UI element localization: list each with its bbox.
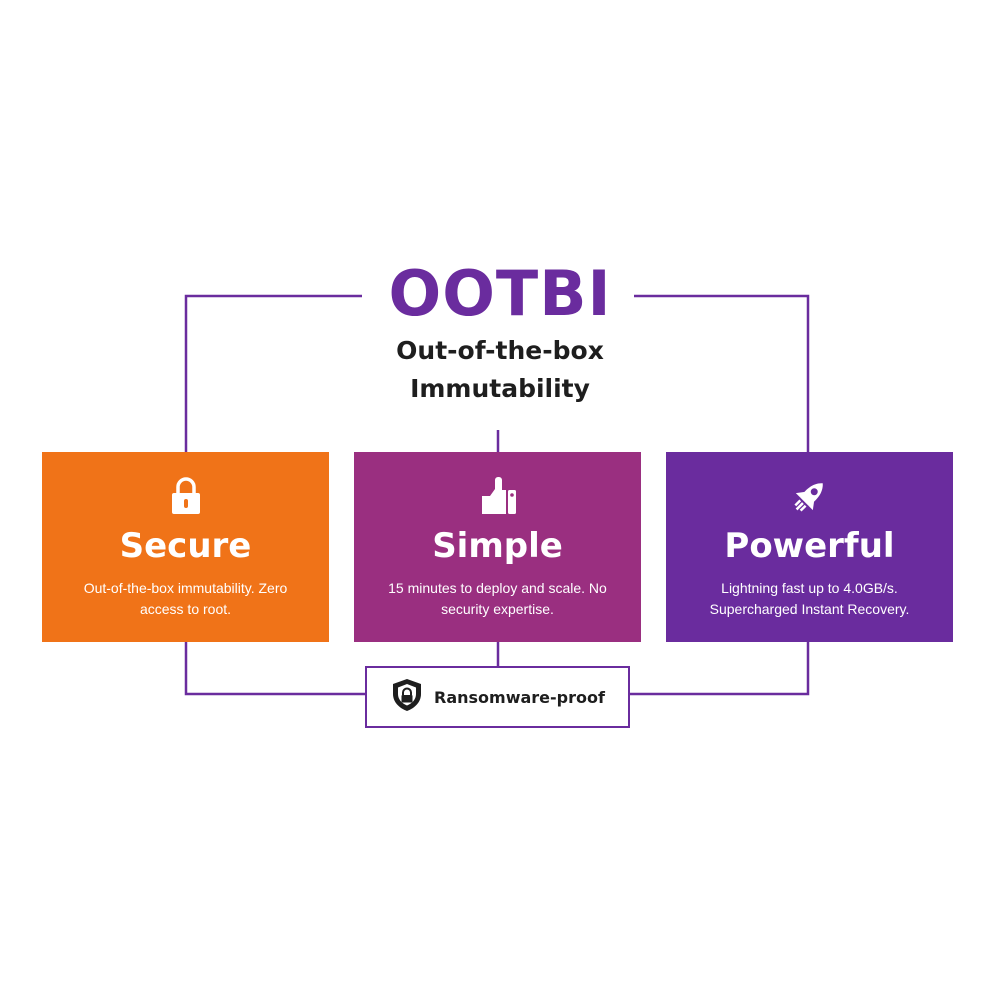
card-powerful: Powerful Lightning fast up to 4.0GB/s. S… [666,452,953,642]
thumbs-up-icon [354,476,641,516]
badge-label: Ransomware-proof [434,687,605,707]
connector-top-right [634,294,810,452]
rocket-icon [666,476,953,516]
card-simple: Simple 15 minutes to deploy and scale. N… [354,452,641,642]
card-secure: Secure Out-of-the-box immutability. Zero… [42,452,329,642]
card-description-powerful: Lightning fast up to 4.0GB/s. Supercharg… [709,580,910,617]
tagline-line-2: Immutability [410,374,590,403]
card-title-powerful: Powerful [724,526,895,566]
card-title-secure: Secure [119,526,252,566]
lock-icon [42,476,329,516]
tagline-line-1: Out-of-the-box [396,336,604,365]
brand-logo: OOTBI [388,257,612,330]
card-description-secure: Out-of-the-box immutability. Zero access… [83,580,288,617]
brand-tagline: Out-of-the-box Immutability [300,332,700,408]
ransomware-proof-badge: Ransomware-proof [365,666,630,728]
card-description-simple: 15 minutes to deploy and scale. No secur… [388,580,607,617]
connector-bottom-left [184,642,365,696]
connector-bottom-right [630,642,810,696]
connector-top-left [184,294,362,452]
shield-lock-icon [390,678,424,716]
card-title-simple: Simple [432,526,563,566]
